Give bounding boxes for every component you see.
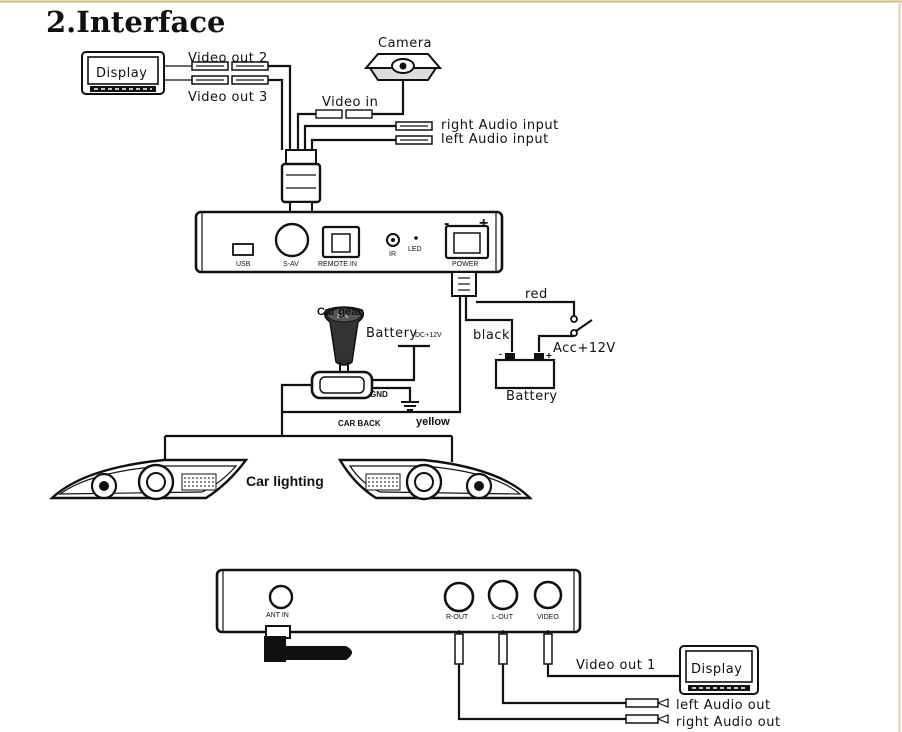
gear-shift-knob	[323, 306, 365, 376]
gear-knob-pattern: 2 4 6	[337, 314, 348, 320]
led-indicator	[414, 236, 418, 240]
ant-in-label: ANT IN	[266, 612, 289, 619]
power-minus-sign: -	[444, 215, 449, 232]
left-audio-out-label: left Audio out	[676, 698, 771, 713]
cable-video-out-2	[268, 64, 292, 150]
battery-dc-label: Battery	[366, 326, 418, 341]
acc-switch	[570, 315, 593, 337]
car-back-label: CAR BACK	[338, 419, 381, 428]
video-out-1-label: Video out 1	[576, 658, 656, 673]
antenna-icon	[264, 625, 352, 662]
ir-label: IR	[389, 251, 396, 258]
display-monitor-top: Display	[81, 51, 165, 95]
camera-label: Camera	[378, 36, 432, 51]
l-out-label: L-OUT	[492, 614, 514, 621]
black-wire	[464, 296, 514, 352]
red-wire	[476, 300, 576, 316]
left-audio-out-cable	[501, 664, 626, 705]
page-title: 2.Interface	[46, 5, 225, 39]
ground-symbol	[401, 401, 419, 411]
harness-connector	[280, 149, 322, 213]
black-wire-label: black	[473, 328, 510, 343]
cable-left-audio	[310, 138, 396, 150]
video-out-1-cable	[546, 664, 682, 678]
car-light-right	[337, 458, 533, 501]
display-monitor-bottom: Display	[679, 645, 759, 695]
video-port-label: VIDEO	[537, 614, 559, 621]
yellow-wire-label: yellow	[416, 416, 450, 428]
cable-video-out-3	[268, 78, 284, 150]
red-wire-label: red	[525, 287, 548, 302]
audio-input-connectors	[395, 121, 433, 145]
ant-in-port	[268, 584, 294, 610]
car-gear-label: Car gear	[317, 306, 362, 318]
battery-plus-sign: +	[546, 351, 552, 362]
tv-tuner-box: ANT IN R-OUT L-OUT VIDEO	[215, 568, 582, 634]
right-audio-out-label: right Audio out	[676, 715, 781, 730]
sav-port	[274, 222, 310, 258]
bottom-rca-plugs	[454, 630, 553, 665]
gear-power-wire	[372, 344, 430, 382]
video-in-label: Video in	[322, 95, 378, 110]
remote-in-label: REMOTE IN	[318, 261, 357, 268]
power-plug	[451, 271, 477, 297]
cable-video-in	[296, 112, 316, 150]
car-lighting-label: Car lighting	[246, 473, 324, 489]
video-out-2-label: Video out 2	[188, 51, 268, 66]
main-unit-box: USB S-AV REMOTE IN IR LED POWER	[194, 210, 504, 274]
right-audio-input-label: right Audio input	[441, 118, 559, 133]
car-lighting-wires	[163, 383, 454, 462]
r-out-label: R-OUT	[446, 614, 469, 621]
usb-port	[232, 243, 254, 256]
r-out-port	[443, 581, 475, 613]
power-plus-sign: +	[479, 215, 488, 232]
power-label: POWER	[452, 261, 478, 268]
right-audio-out-cable	[457, 664, 626, 721]
led-label: LED	[408, 246, 422, 253]
car-light-left	[48, 458, 249, 501]
display-label-top: Display	[96, 66, 147, 81]
acc-label: Acc+12V	[553, 341, 616, 356]
sav-label: S-AV	[283, 261, 299, 268]
battery-icon	[494, 353, 556, 390]
gnd-label: GND	[370, 390, 388, 399]
audio-out-plugs	[625, 698, 669, 724]
acc-wire	[537, 334, 574, 352]
video-out-3-label: Video out 3	[188, 90, 268, 105]
camera-icon	[315, 53, 443, 119]
left-audio-input-label: left Audio input	[441, 132, 549, 147]
video-port	[533, 580, 563, 610]
gear-base	[310, 370, 374, 400]
battery-minus-sign: -	[499, 349, 502, 359]
battery-label: Battery	[506, 389, 558, 404]
display-label-bottom: Display	[691, 662, 742, 677]
usb-label: USB	[236, 261, 251, 268]
l-out-port	[487, 579, 519, 611]
yellow-wire	[282, 296, 462, 414]
dc12-label: DC+12V	[415, 332, 442, 339]
gear-gnd-wire	[372, 386, 412, 402]
cable-right-audio	[303, 124, 396, 150]
